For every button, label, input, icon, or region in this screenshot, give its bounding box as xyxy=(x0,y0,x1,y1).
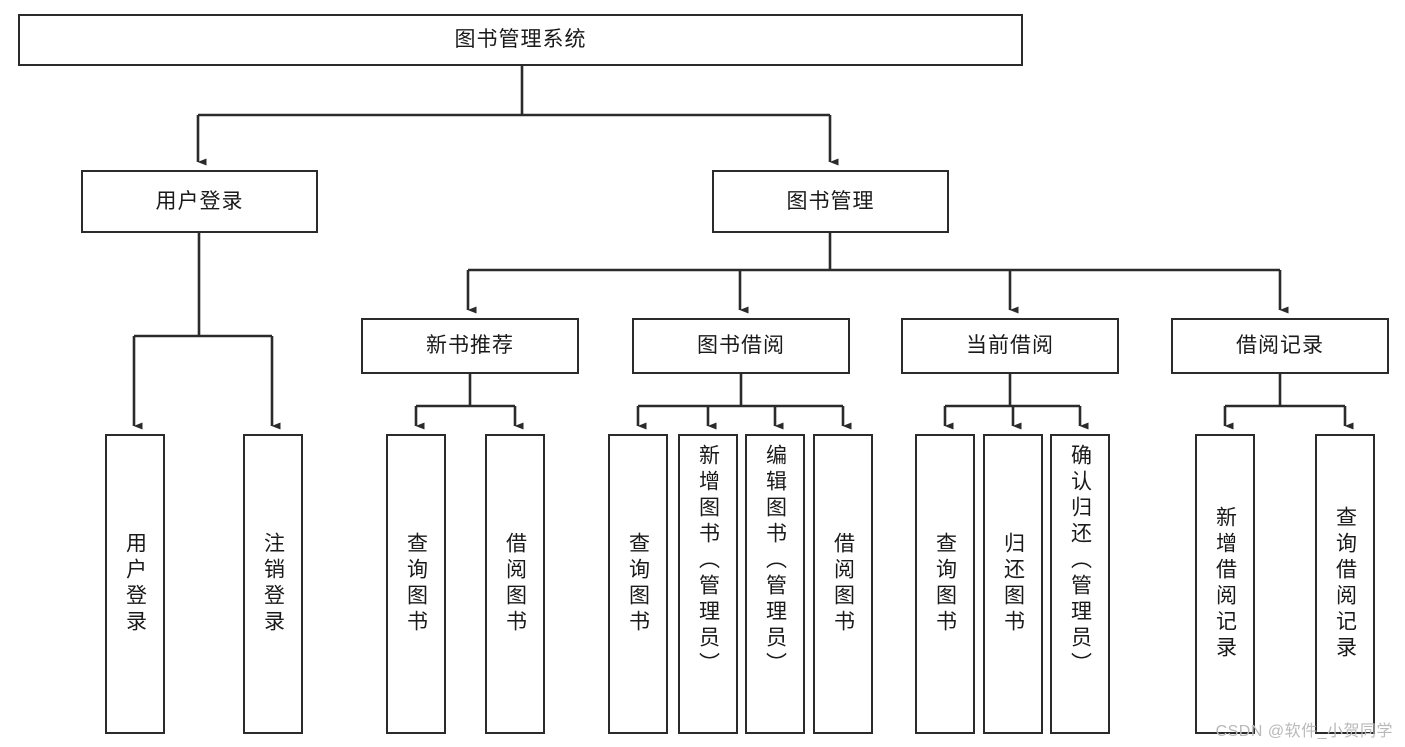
node-leaf-borrow-book-1[interactable]: 借阅图书 xyxy=(485,434,545,734)
node-new-book-recommend-label: 新书推荐 xyxy=(426,334,514,358)
node-book-manage[interactable]: 图书管理 xyxy=(712,170,949,233)
node-leaf-add-book[interactable]: 新增图书（管理员） xyxy=(678,434,738,734)
node-leaf-edit-book-label: 编辑图书（管理员） xyxy=(763,444,787,678)
node-book-borrow-label: 图书借阅 xyxy=(697,334,785,358)
node-leaf-query-book-3[interactable]: 查询图书 xyxy=(915,434,975,734)
node-leaf-return-book-label: 归还图书 xyxy=(1001,532,1025,636)
node-borrow-record[interactable]: 借阅记录 xyxy=(1171,318,1389,374)
node-leaf-query-book-1[interactable]: 查询图书 xyxy=(386,434,446,734)
node-leaf-query-book-1-label: 查询图书 xyxy=(404,532,428,636)
node-leaf-confirm-return[interactable]: 确认归还（管理员） xyxy=(1050,434,1110,734)
node-root-label: 图书管理系统 xyxy=(454,28,587,52)
node-leaf-add-record-label: 新增借阅记录 xyxy=(1213,506,1237,662)
node-current-borrow[interactable]: 当前借阅 xyxy=(901,318,1119,374)
node-root[interactable]: 图书管理系统 xyxy=(18,14,1023,66)
node-leaf-edit-book[interactable]: 编辑图书（管理员） xyxy=(745,434,805,734)
node-leaf-borrow-book-2-label: 借阅图书 xyxy=(831,532,855,636)
node-leaf-logout-label: 注销登录 xyxy=(261,532,285,636)
node-leaf-query-book-2-label: 查询图书 xyxy=(626,532,650,636)
node-leaf-add-record[interactable]: 新增借阅记录 xyxy=(1195,434,1255,734)
watermark: CSDN @软件_小贺同学 xyxy=(1215,723,1393,740)
node-book-borrow[interactable]: 图书借阅 xyxy=(632,318,850,374)
node-leaf-add-book-label: 新增图书（管理员） xyxy=(696,444,720,678)
node-leaf-user-login[interactable]: 用户登录 xyxy=(105,434,165,734)
node-leaf-query-book-3-label: 查询图书 xyxy=(933,532,957,636)
node-leaf-return-book[interactable]: 归还图书 xyxy=(983,434,1043,734)
node-borrow-record-label: 借阅记录 xyxy=(1236,334,1324,358)
node-leaf-borrow-book-2[interactable]: 借阅图书 xyxy=(813,434,873,734)
node-leaf-query-record[interactable]: 查询借阅记录 xyxy=(1315,434,1375,734)
node-leaf-query-record-label: 查询借阅记录 xyxy=(1333,506,1357,662)
node-leaf-query-book-2[interactable]: 查询图书 xyxy=(608,434,668,734)
node-leaf-logout[interactable]: 注销登录 xyxy=(243,434,303,734)
node-user-login-label: 用户登录 xyxy=(155,189,244,213)
node-current-borrow-label: 当前借阅 xyxy=(966,334,1054,358)
node-user-login[interactable]: 用户登录 xyxy=(81,170,318,233)
node-leaf-confirm-return-label: 确认归还（管理员） xyxy=(1068,444,1092,678)
node-leaf-borrow-book-1-label: 借阅图书 xyxy=(503,532,527,636)
node-leaf-user-login-label: 用户登录 xyxy=(123,532,147,636)
node-book-manage-label: 图书管理 xyxy=(786,189,875,213)
node-new-book-recommend[interactable]: 新书推荐 xyxy=(361,318,579,374)
